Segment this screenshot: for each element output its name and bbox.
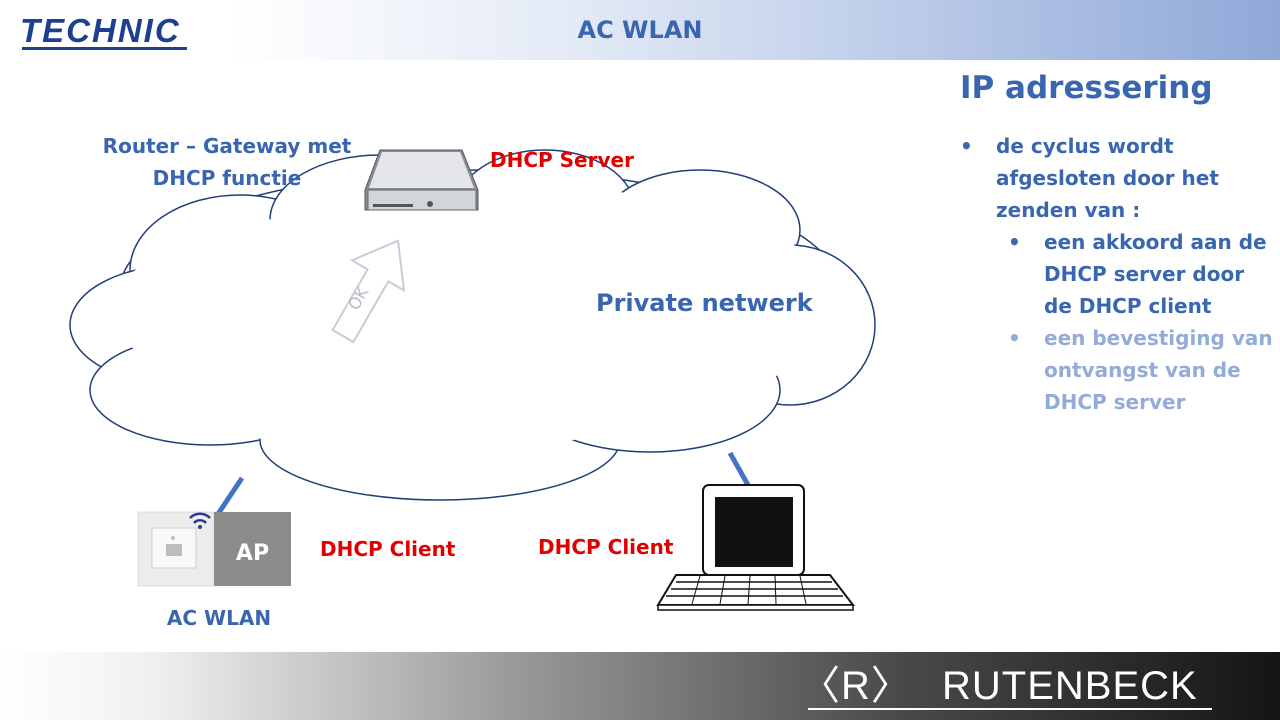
ap-caption: AC WLAN [166,606,272,630]
network-diagram: OK [69,149,876,611]
ap-dhcp-client-label: DHCP Client [320,537,456,561]
technic-logo: TECHNIC [20,12,181,49]
page-title: AC WLAN [577,16,703,44]
wifi-icon [189,512,211,524]
dhcp-server-device [364,149,479,211]
bullet-line: ontvangst van de [1044,358,1241,382]
sub-bullet-item-faded: • een bevestiging van ontvangst van de D… [960,322,1280,418]
bullet-line: DHCP server door [1044,262,1245,286]
pc-dhcp-client-label: DHCP Client [538,535,674,559]
brand-mark: 〈R〉 [800,664,912,708]
router-label-line-1: Router – Gateway met [102,134,352,158]
pc-link-line [727,451,751,487]
bullet-item: • de cyclus wordt afgesloten door het ze… [960,130,1280,226]
brand-name: RUTENBECK [942,664,1198,708]
brand-underline [808,708,1212,710]
logo-underline [22,47,187,50]
rutenbeck-logo: 〈R〉 RUTENBECK [800,664,1198,708]
header-bar [0,0,1280,60]
bullet-line: zenden van : [996,198,1141,222]
panel-title: IP adressering [960,70,1213,106]
bullet-line: de cyclus wordt [996,134,1174,158]
bullet-dot-icon: • [1008,230,1021,254]
router-label: Router – Gateway met DHCP functie [92,130,362,194]
private-network-label: Private netwerk [596,289,813,317]
bullet-line: afgesloten door het [996,166,1219,190]
bullet-line: een akkoord aan de [1044,230,1267,254]
bullet-line: DHCP server [1044,390,1186,414]
bullet-line: de DHCP client [1044,294,1212,318]
computer-device [656,484,856,611]
sub-bullet-item: • een akkoord aan de DHCP server door de… [960,226,1280,322]
bullet-dot-icon: • [1008,326,1021,350]
bullet-dot-icon: • [960,134,973,158]
access-point-device [137,511,291,587]
router-label-line-2: DHCP functie [152,166,302,190]
bullet-list: • de cyclus wordt afgesloten door het ze… [960,130,1280,418]
ap-box-text: AP [235,541,270,566]
dhcp-server-label: DHCP Server [490,148,634,172]
bullet-line: een bevestiging van [1044,326,1273,350]
